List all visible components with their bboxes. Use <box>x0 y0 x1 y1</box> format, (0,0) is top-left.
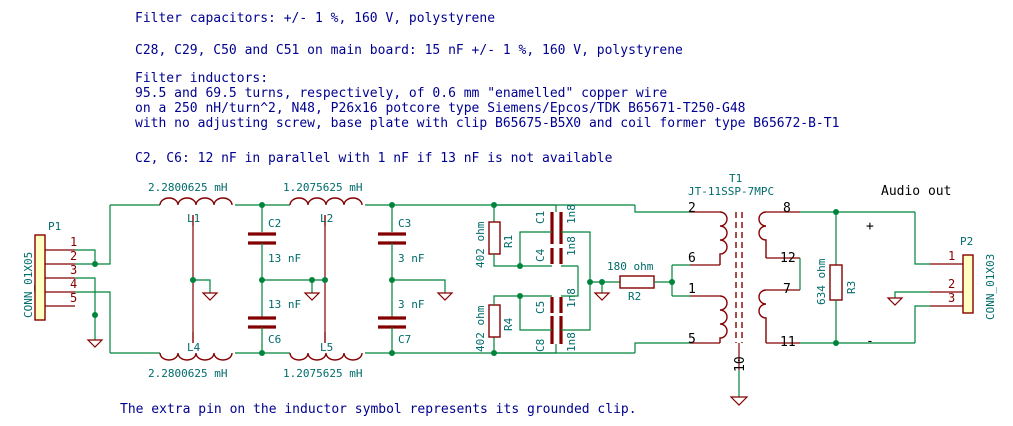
p1-pin-5: 5 <box>70 291 77 305</box>
output-ground-icon <box>886 297 904 306</box>
resistor-r2-ref: R2 <box>628 290 641 303</box>
capacitor-c1: C1 1n8 <box>534 204 578 244</box>
capacitor-c3-value: 3 nF <box>398 252 425 265</box>
t1-pin-7: 7 <box>783 282 791 297</box>
note-main-board-capacitors: C28, C29, C50 and C51 on main board: 15 … <box>135 43 683 58</box>
p2-pin-2: 2 <box>948 277 955 291</box>
note-filter-capacitors: Filter capacitors: +/- 1 %, 160 V, polys… <box>135 11 495 26</box>
capacitor-c3-ref: C3 <box>398 217 411 230</box>
transformer-t1-ref: T1 <box>729 172 742 185</box>
resistor-r3: R3 634 ohm <box>815 258 858 305</box>
inductor-l2-ref: L2 <box>320 212 333 225</box>
capacitor-c7-value: 3 nF <box>398 298 425 311</box>
capacitor-c5-value: 1n8 <box>565 288 578 308</box>
capacitor-c7: 3 nF C7 <box>378 280 425 353</box>
t1-pin-11: 11 <box>780 335 796 350</box>
resistor-r3-ref: R3 <box>845 281 858 294</box>
p2-ref: P2 <box>960 235 973 248</box>
resistor-r1-value: 402 ohm <box>474 221 487 268</box>
t1-pin-1: 1 <box>688 282 696 297</box>
polarity-plus: + <box>866 219 874 234</box>
inductor-l5: 1.2075625 mH L5 <box>283 280 363 380</box>
capacitor-c6: 13 nF C6 <box>248 280 301 353</box>
resistor-r2: 180 ohm R2 <box>607 260 655 303</box>
inductor-l5-ref: L5 <box>320 341 333 354</box>
p1-ground-icon <box>86 339 104 348</box>
transformer-t1: T1 JT-11SSP-7MPC 2 6 1 5 8 12 7 11 10 <box>688 172 800 372</box>
l1-l4-ground-icon <box>201 292 219 301</box>
t1-pin-2: 2 <box>688 201 696 216</box>
p1-pin-3: 3 <box>70 263 77 277</box>
connector-p1: 1 2 3 4 5 P1 CONN_01X05 <box>22 220 77 321</box>
capacitor-c2-value: 13 nF <box>268 252 301 265</box>
note-footer: The extra pin on the inductor symbol rep… <box>120 402 637 417</box>
p2-pin-1: 1 <box>948 249 955 263</box>
p1-pin-2: 2 <box>70 249 77 263</box>
resistor-r4-ref: R4 <box>502 317 515 331</box>
audio-out-label: Audio out <box>881 184 951 199</box>
t1-pin-5: 5 <box>688 332 696 347</box>
note-inductor-parts: with no adjusting screw, base plate with… <box>135 116 839 131</box>
t1-pin-6: 6 <box>688 251 696 266</box>
p1-pin-1: 1 <box>70 235 77 249</box>
capacitor-c2: C2 13 nF <box>248 205 301 280</box>
capacitor-c4-ref: C4 <box>534 248 547 262</box>
capacitor-c4-value: 1n8 <box>565 236 578 256</box>
capacitor-c7-ref: C7 <box>398 333 411 346</box>
note-inductor-core: on a 250 nH/turn^2, N48, P26x16 potcore … <box>135 101 745 116</box>
inductor-l4-ref: L4 <box>187 341 201 354</box>
resistor-r3-value: 634 ohm <box>815 258 828 305</box>
p2-pin-3: 3 <box>948 291 955 305</box>
connector-p2-body <box>962 254 974 314</box>
inductor-l1-value: 2.2800625 mH <box>148 181 227 194</box>
resistor-r4-value: 402 ohm <box>474 305 487 352</box>
capacitor-c8-ref: C8 <box>534 339 547 352</box>
note-inductor-turns: 95.5 and 69.5 turns, respectively, of 0.… <box>135 86 667 101</box>
inductor-l4: 2.2800625 mH L4 <box>148 280 233 380</box>
capacitor-c3: C3 3 nF <box>378 205 425 280</box>
capacitor-c4: C4 1n8 <box>534 236 578 264</box>
inductor-l1: 2.2800625 mH L1 <box>148 181 233 280</box>
connector-p1-body <box>34 234 46 321</box>
transformer-ground-icon <box>729 396 749 406</box>
rc-network-ground-icon <box>593 292 611 301</box>
l2-l5-ground-icon <box>303 292 321 301</box>
t1-pin-8: 8 <box>783 201 791 216</box>
inductor-l1-ref: L1 <box>187 212 200 225</box>
resistor-r2-value: 180 ohm <box>607 260 654 273</box>
connector-p2: 1 2 3 P2 CONN_01X03 <box>930 235 997 320</box>
note-filter-inductors-heading: Filter inductors: <box>135 71 268 86</box>
p1-ref: P1 <box>48 220 61 233</box>
capacitor-c1-ref: C1 <box>534 211 547 224</box>
inductor-l5-value: 1.2075625 mH <box>283 367 362 380</box>
capacitor-c5-ref: C5 <box>534 301 547 314</box>
capacitor-c5: C5 1n8 <box>534 288 578 314</box>
p1-pin-4: 4 <box>70 277 77 291</box>
polarity-minus: - <box>866 334 874 349</box>
t1-pin-12: 12 <box>780 251 796 266</box>
capacitor-c6-ref: C6 <box>268 333 281 346</box>
capacitor-c8-value: 1n8 <box>565 332 578 352</box>
capacitor-c6-value: 13 nF <box>268 298 301 311</box>
capacitor-c1-value: 1n8 <box>565 204 578 224</box>
t1-pin-10: 10 <box>733 356 748 372</box>
inductor-l2-value: 1.2075625 mH <box>283 181 362 194</box>
p2-value: CONN_01X03 <box>984 254 997 320</box>
c3-c7-ground-icon <box>436 292 454 301</box>
note-c2-c6: C2, C6: 12 nF in parallel with 1 nF if 1… <box>135 151 613 166</box>
transformer-t1-value: JT-11SSP-7MPC <box>688 185 774 198</box>
inductor-l4-value: 2.2800625 mH <box>148 367 227 380</box>
resistor-r4: R4 402 ohm <box>474 304 515 352</box>
p1-value: CONN_01X05 <box>22 252 35 318</box>
inductor-l2: 1.2075625 mH L2 <box>283 181 363 280</box>
resistor-r1-ref: R1 <box>502 235 515 248</box>
capacitor-c2-ref: C2 <box>268 217 281 230</box>
